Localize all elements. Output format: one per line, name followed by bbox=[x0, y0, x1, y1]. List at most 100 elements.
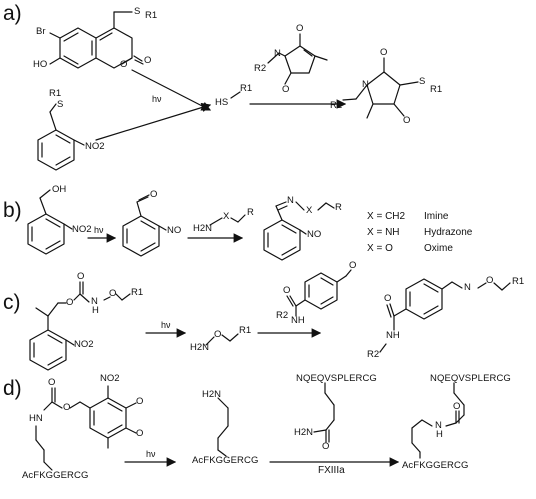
atom-label: S bbox=[57, 99, 64, 110]
atom-label: H2N bbox=[202, 389, 222, 400]
atom-label: R1 bbox=[49, 88, 62, 99]
atom-label: R1 bbox=[240, 83, 253, 94]
peptide-sequence: NQEQVSPLERCG bbox=[430, 373, 511, 384]
atom-label: O bbox=[109, 288, 117, 299]
legend-x-ch2: X = CH2 bbox=[367, 211, 406, 222]
atom-label: N bbox=[91, 296, 98, 307]
panel-label-c: c) bbox=[3, 291, 21, 314]
atom-label: NO2 bbox=[72, 224, 92, 235]
hv-label: hν bbox=[146, 449, 156, 459]
nitrobenzyl-thioether-structure bbox=[37, 103, 85, 171]
hv-label: hν bbox=[152, 94, 162, 104]
atom-label: Br bbox=[36, 26, 46, 37]
peptide-sequence: AcFKGGERCG bbox=[22, 470, 89, 481]
atom-label: N bbox=[435, 420, 442, 431]
atom-label: O bbox=[349, 260, 357, 271]
atom-label: X bbox=[306, 205, 313, 216]
atom-label: R1 bbox=[131, 287, 144, 298]
atom-label: H2N bbox=[294, 427, 314, 438]
atom-label: O bbox=[384, 293, 392, 304]
atom-label: O bbox=[403, 115, 411, 126]
atom-label: N bbox=[362, 79, 369, 90]
atom-label: R bbox=[335, 202, 342, 213]
oxime-benzamide-product-structure bbox=[379, 278, 511, 353]
atom-label: S bbox=[134, 6, 141, 17]
atom-label: NH bbox=[386, 330, 400, 341]
maleimide-structure bbox=[267, 33, 328, 85]
atom-label: R2 bbox=[276, 310, 289, 321]
atom-label: O bbox=[296, 23, 304, 34]
atom-label: H2N bbox=[190, 342, 210, 353]
legend-oxime: Oxime bbox=[424, 243, 453, 254]
hv-label: hν bbox=[161, 320, 171, 330]
atom-label: R1 bbox=[239, 325, 252, 336]
atom-label: NO bbox=[167, 225, 182, 236]
atom-label: N bbox=[274, 48, 281, 59]
nitrobenzyl-alcohol-structure bbox=[27, 189, 73, 255]
atom-label: HN bbox=[29, 413, 43, 424]
caged-lysine-peptide-structure bbox=[35, 385, 137, 471]
atom-label: S bbox=[419, 76, 426, 87]
enzyme-label: FXIIIa bbox=[318, 465, 345, 476]
atom-label: O bbox=[282, 84, 290, 95]
peptide-sequence: AcFKGGERCG bbox=[192, 455, 259, 466]
atom-label: X bbox=[223, 211, 230, 222]
atom-label: NO2 bbox=[74, 339, 94, 350]
nitrophenylpropyl-carbamate-structure bbox=[29, 281, 131, 371]
atom-label: H bbox=[436, 429, 443, 440]
atom-label: R2 bbox=[330, 100, 343, 111]
atom-label: O bbox=[48, 377, 56, 388]
imine-product-structure bbox=[263, 201, 335, 261]
atom-label: R2 bbox=[254, 63, 267, 74]
atom-label: O bbox=[120, 59, 128, 70]
atom-label: N bbox=[287, 195, 294, 206]
legend-x-nh: X = NH bbox=[367, 227, 400, 238]
atom-label: NO2 bbox=[85, 141, 105, 152]
atom-label: H2N bbox=[193, 223, 213, 234]
atom-label: O bbox=[136, 428, 144, 439]
atom-label: OH bbox=[52, 184, 67, 195]
hv-label: hν bbox=[94, 225, 104, 235]
peptide-sequence: NQEQVSPLERCG bbox=[296, 373, 377, 384]
atom-label: O bbox=[144, 55, 152, 66]
atom-label: R2 bbox=[367, 349, 380, 360]
atom-label: HS bbox=[215, 97, 229, 108]
atom-label: NH bbox=[291, 315, 305, 326]
atom-label: R1 bbox=[430, 84, 443, 95]
atom-label: O bbox=[283, 285, 291, 296]
glutamine-peptide-structure bbox=[313, 382, 335, 443]
crosslinked-peptide-product-structure bbox=[411, 382, 465, 459]
atom-label: R1 bbox=[512, 276, 525, 287]
peptide-sequence: AcFKGGERCG bbox=[402, 460, 469, 471]
atom-label: O bbox=[214, 329, 222, 340]
coumarin-structure bbox=[49, 11, 144, 69]
atom-label: NO2 bbox=[100, 373, 120, 384]
panel-label-d: d) bbox=[3, 377, 22, 400]
atom-label: O bbox=[136, 396, 144, 407]
panel-label-a: a) bbox=[3, 2, 22, 25]
atom-label: N bbox=[464, 282, 471, 293]
atom-label: O bbox=[77, 271, 85, 282]
atom-label: HO bbox=[33, 59, 48, 70]
atom-label: O bbox=[66, 297, 74, 308]
panel-label-b: b) bbox=[3, 199, 22, 222]
atom-label: H bbox=[92, 305, 99, 316]
atom-label: O bbox=[453, 401, 461, 412]
legend-x-o: X = O bbox=[367, 243, 393, 254]
atom-label: R bbox=[247, 207, 254, 218]
nitrosobenzaldehyde-structure bbox=[122, 194, 167, 257]
atom-label: O bbox=[63, 402, 71, 413]
atom-label: O bbox=[150, 189, 158, 200]
lysine-amine-structure bbox=[217, 397, 229, 457]
legend-imine: Imine bbox=[424, 211, 449, 222]
atom-label: R1 bbox=[145, 10, 158, 21]
succinimide-product-structure bbox=[342, 57, 419, 119]
atom-label: O bbox=[486, 275, 494, 286]
atom-label: O bbox=[322, 441, 330, 452]
atom-label: O bbox=[380, 47, 388, 58]
legend-hydrazone: Hydrazone bbox=[424, 227, 473, 238]
formylbenzamide-structure bbox=[286, 269, 352, 317]
atom-label: NO bbox=[307, 229, 322, 240]
